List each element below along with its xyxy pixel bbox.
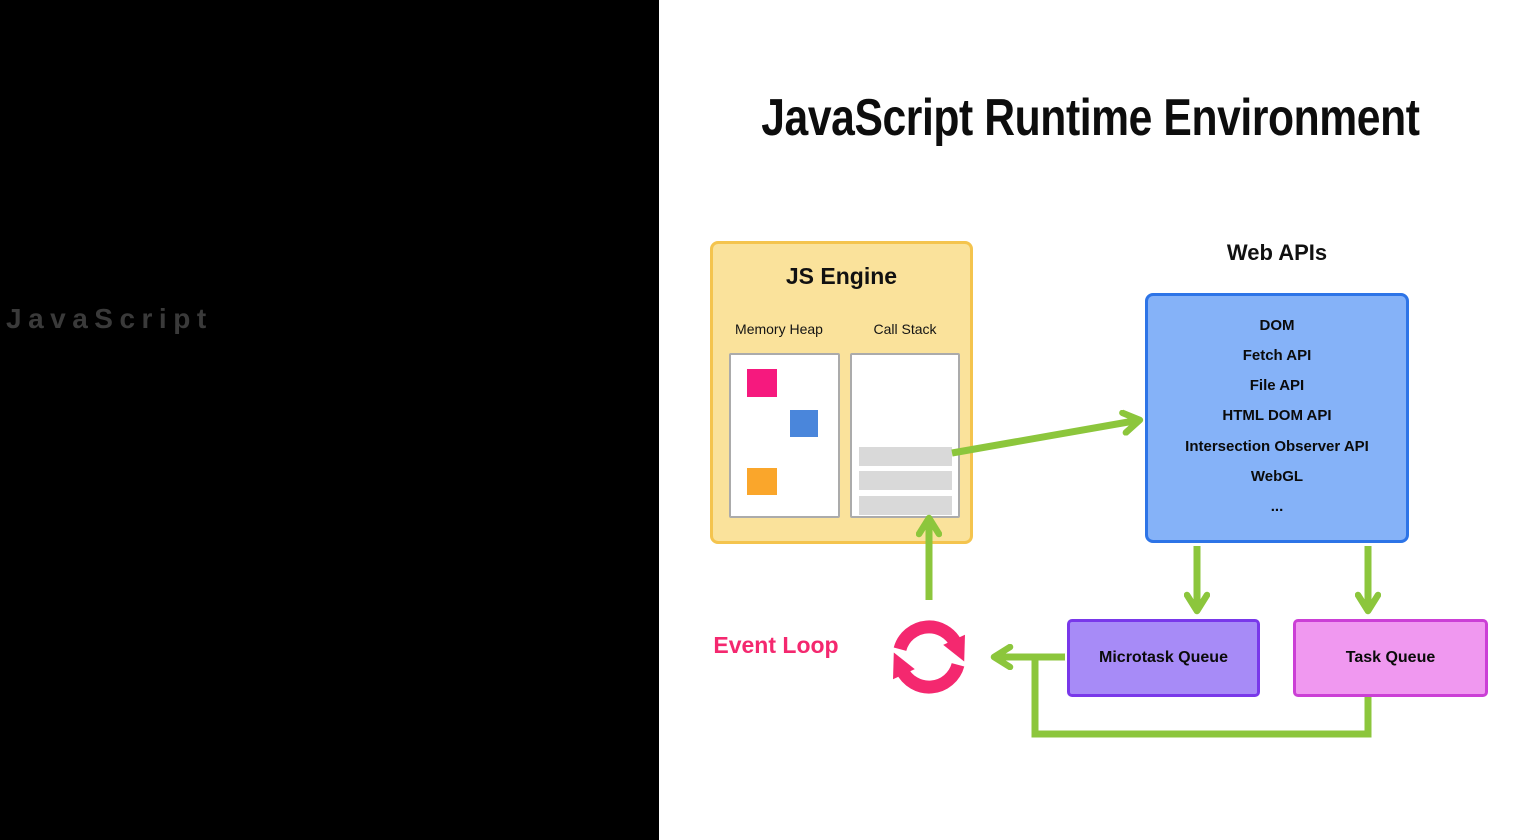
microtask-queue-box: Microtask Queue	[1067, 619, 1260, 697]
heap-object-blue	[790, 410, 818, 437]
stack-frame	[859, 447, 952, 466]
heap-object-orange	[747, 468, 777, 495]
web-api-item: HTML DOM API	[1222, 407, 1332, 425]
heap-object-pink	[747, 369, 777, 397]
stack-frame	[859, 496, 952, 515]
web-apis-box: DOM Fetch API File API HTML DOM API Inte…	[1145, 293, 1409, 543]
web-api-item: File API	[1249, 377, 1305, 395]
microtask-queue-label: Microtask Queue	[1099, 649, 1228, 666]
web-api-item: WebGL	[1250, 468, 1304, 486]
web-api-item: Fetch API	[1242, 346, 1312, 364]
web-api-item: DOM	[1259, 316, 1295, 334]
page-title-text: JavaScript Runtime Environment	[760, 89, 1420, 147]
stack-frame	[859, 471, 952, 490]
web-api-item: ...	[1270, 498, 1284, 516]
js-engine-box: JS Engine Memory Heap Call Stack	[710, 241, 973, 544]
left-panel: JavaScript	[0, 0, 659, 840]
memory-heap-box	[729, 353, 840, 518]
js-engine-title: JS Engine	[785, 263, 898, 289]
call-stack-box	[850, 353, 960, 518]
web-apis-title: Web APIs	[1226, 240, 1328, 265]
event-loop-label: Event Loop	[713, 632, 839, 658]
call-stack-label: Call Stack	[873, 321, 937, 337]
brand-text: JavaScript	[6, 303, 213, 334]
diagram-area: JavaScript Runtime Environment JS Engine…	[659, 0, 1520, 840]
page-title: JavaScript Runtime Environment	[660, 88, 1520, 148]
web-api-item: Intersection Observer API	[1185, 437, 1369, 455]
memory-heap-label: Memory Heap	[735, 321, 823, 337]
task-queue-box: Task Queue	[1293, 619, 1488, 697]
task-queue-label: Task Queue	[1345, 649, 1436, 666]
